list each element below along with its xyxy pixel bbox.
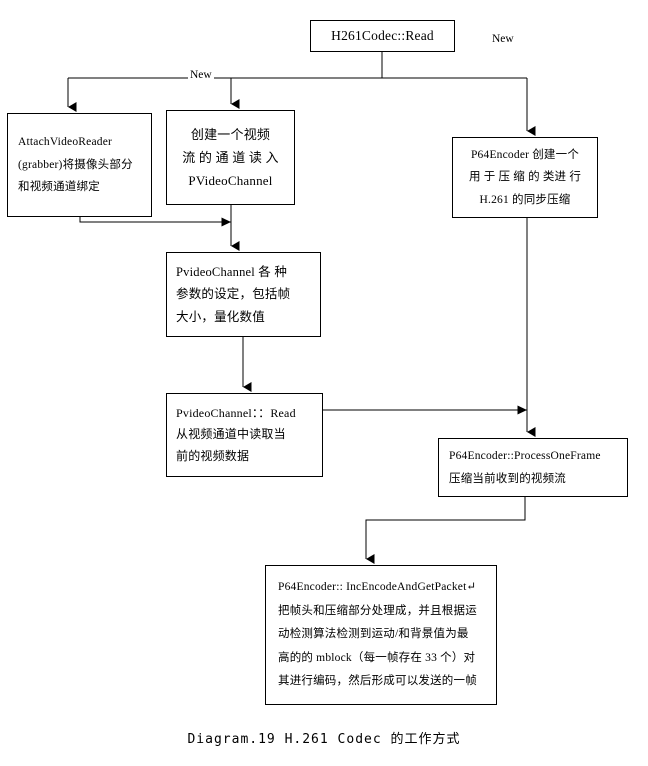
node-inc-encode-line-4: 高的的 mblock（每一帧存在 33 个）对 bbox=[278, 651, 476, 664]
node-channel-params-line-2: 参数的设定，包括帧 bbox=[176, 287, 291, 302]
edge-label-new-left: New bbox=[188, 69, 214, 81]
node-channel-read[interactable]: PvideoChannel：：Read 从视频通道中读取当 前的视频数据 bbox=[166, 393, 323, 477]
node-h261codec-read-line-1: H261Codec::Read bbox=[331, 28, 434, 44]
node-inc-encode-line-5: 其进行编码，然后形成可以发送的一帧 bbox=[278, 675, 477, 688]
node-inc-encode-line-1: P64Encoder:: IncEncodeAndGetPacket↵ bbox=[278, 581, 477, 594]
edge-process-to-incencode bbox=[365, 497, 526, 564]
node-inc-encode-and-get-packet[interactable]: P64Encoder:: IncEncodeAndGetPacket↵ 把帧头和… bbox=[265, 565, 497, 705]
node-attach-video-reader-line-1: AttachVideoReader bbox=[18, 136, 113, 149]
node-inc-encode-line-2: 把帧头和压缩部分处理成，并且根据运 bbox=[278, 604, 477, 617]
node-channel-params-line-1: PvideoChannel 各 种 bbox=[176, 264, 288, 279]
edge-attach-to-params bbox=[79, 217, 231, 227]
node-process-one-frame-line-2: 压缩当前收到的视频流 bbox=[449, 472, 566, 485]
node-attach-video-reader-line-2: (grabber)将摄像头部分 bbox=[18, 158, 133, 171]
diagram-caption: Diagram.19 H.261 Codec 的工作方式 bbox=[187, 732, 461, 747]
node-create-video-channel-line-3: PVideoChannel bbox=[188, 173, 273, 189]
node-p64-encoder-line-1: P64Encoder 创建一个 bbox=[470, 148, 580, 161]
node-attach-video-reader[interactable]: AttachVideoReader (grabber)将摄像头部分 和视频通道绑… bbox=[7, 113, 152, 217]
node-process-one-frame-line-1: P64Encoder::ProcessOneFrame bbox=[449, 450, 601, 463]
node-channel-params[interactable]: PvideoChannel 各 种 参数的设定，包括帧 大小，量化数值 bbox=[166, 252, 321, 337]
node-p64-encoder[interactable]: P64Encoder 创建一个 用 于 压 缩 的 类进 行 H.261 的同步… bbox=[452, 137, 598, 218]
node-create-video-channel[interactable]: 创建一个视频 流 的 通 道 读 入 PVideoChannel bbox=[166, 110, 295, 205]
node-p64-encoder-line-3: H.261 的同步压缩 bbox=[479, 193, 571, 206]
node-h261codec-read[interactable]: H261Codec::Read bbox=[310, 20, 455, 52]
node-channel-read-line-1: PvideoChannel：：Read bbox=[176, 405, 296, 420]
node-channel-read-line-3: 前的视频数据 bbox=[176, 448, 250, 463]
node-p64-encoder-line-2: 用 于 压 缩 的 类进 行 bbox=[468, 171, 582, 184]
node-attach-video-reader-line-3: 和视频通道绑定 bbox=[18, 181, 100, 194]
node-create-video-channel-line-1: 创建一个视频 bbox=[190, 126, 271, 142]
node-process-one-frame[interactable]: P64Encoder::ProcessOneFrame 压缩当前收到的视频流 bbox=[438, 438, 628, 497]
node-channel-read-line-2: 从视频通道中读取当 bbox=[176, 427, 286, 442]
node-channel-params-line-3: 大小，量化数值 bbox=[176, 309, 265, 324]
node-inc-encode-line-3: 动检测算法检测到运动/和背景值为最 bbox=[278, 628, 469, 641]
edge-label-new-right: New bbox=[490, 33, 516, 45]
node-create-video-channel-line-2: 流 的 通 道 读 入 bbox=[182, 149, 279, 165]
